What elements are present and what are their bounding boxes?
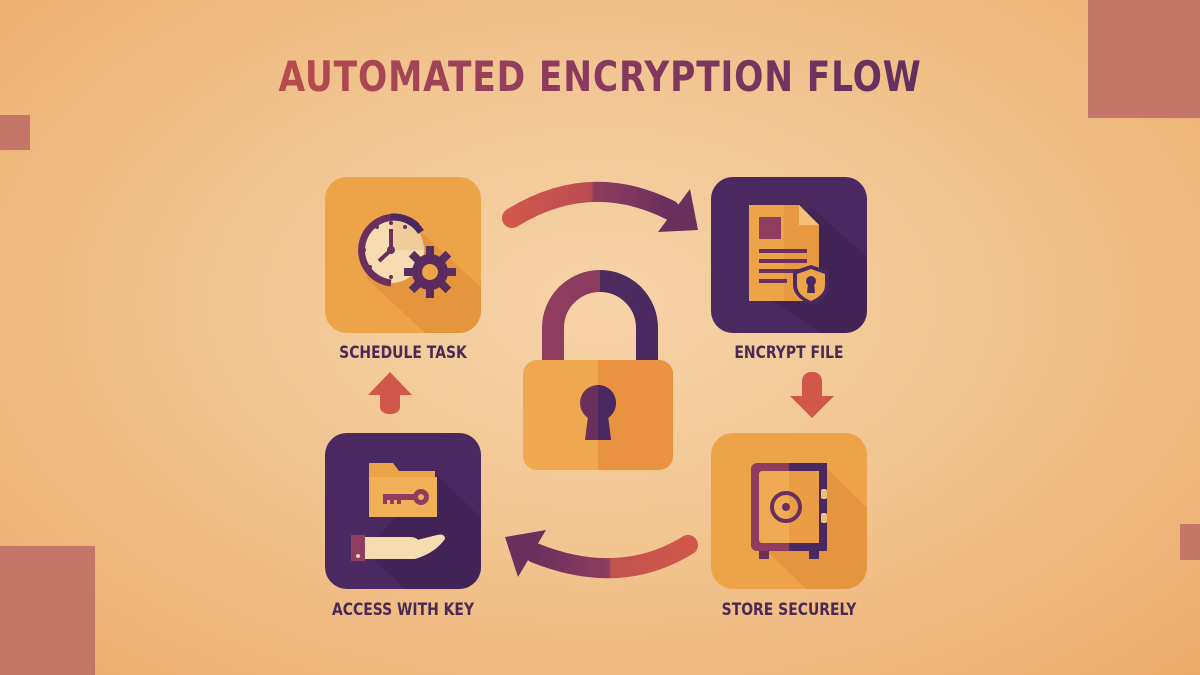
safe-icon xyxy=(751,463,867,589)
decor-block-top-right xyxy=(1088,0,1200,118)
clock-gear-icon xyxy=(358,213,481,333)
document-shield-icon xyxy=(749,205,867,333)
arrow-down-icon xyxy=(790,372,834,418)
step-label-access-with-key: ACCESS WITH KEY xyxy=(331,600,475,620)
decor-block-bottom-left xyxy=(0,546,95,675)
decor-block-top-left xyxy=(0,115,30,150)
step-label-store-securely: STORE SECURELY xyxy=(721,600,857,620)
page-title: AUTOMATED ENCRYPTION FLOW xyxy=(108,52,1092,101)
step-tile-store-securely xyxy=(711,433,867,589)
step-label-encrypt-file: ENCRYPT FILE xyxy=(734,343,844,363)
padlock-icon xyxy=(523,270,673,470)
arrow-up-icon xyxy=(368,372,412,414)
step-tile-encrypt-file xyxy=(711,177,867,333)
decor-block-right xyxy=(1180,524,1200,560)
curved-arrow-right-icon xyxy=(502,181,698,232)
step-tile-access-with-key xyxy=(325,433,481,589)
step-tile-schedule-task xyxy=(325,177,481,333)
step-label-schedule-task: SCHEDULE TASK xyxy=(339,343,467,363)
curved-arrow-left-icon xyxy=(505,530,698,579)
folder-key-hand-icon xyxy=(351,463,481,589)
